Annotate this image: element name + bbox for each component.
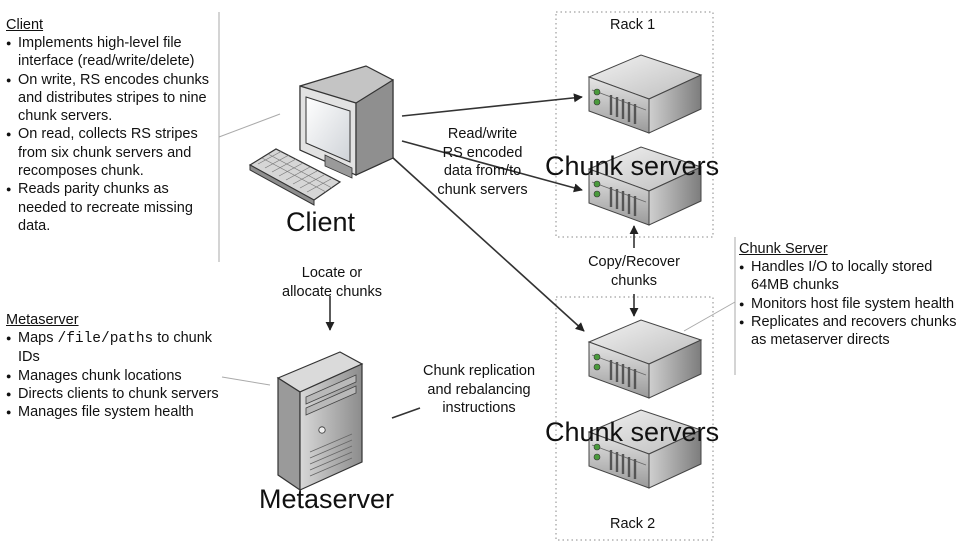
rack2-box — [555, 296, 714, 541]
edge-label-line: allocate chunks — [282, 283, 382, 300]
list-item: On read, collects RS stripes from six ch… — [6, 125, 214, 180]
list-item: Maps /file/paths to chunk IDs — [6, 329, 220, 367]
file-paths-code: /file/paths — [57, 331, 154, 347]
client-callout-line — [218, 113, 281, 138]
metaserver-panel-list: Maps /file/paths to chunk IDs Manages ch… — [6, 329, 220, 422]
client-computer-icon — [299, 65, 394, 179]
client-panel-title: Client — [6, 17, 44, 33]
chunk-server-panel-title: Chunk Server — [739, 241, 828, 257]
chunk-servers-label-top: Chunk servers — [545, 151, 720, 181]
keyboard-icon — [248, 148, 342, 206]
list-item-prefix: Maps — [18, 330, 58, 346]
metaserver-panel-title: Metaserver — [6, 312, 79, 328]
list-item: Replicates and recovers chunks as metase… — [739, 313, 959, 350]
list-item: On write, RS encodes chunks and distribu… — [6, 71, 214, 126]
rack2-server-1-icon — [587, 318, 703, 400]
read-write-edge-label: Read/write RS encoded data from/to chunk… — [420, 125, 545, 199]
copy-recover-edge-label: Copy/Recover chunks — [574, 253, 694, 290]
list-item: Directs clients to chunk servers — [6, 385, 220, 404]
chunk-server-panel: Chunk Server Handles I/O to locally stor… — [739, 240, 959, 349]
edge-label-line: chunk servers — [437, 181, 528, 198]
chunkserver-callout-line — [683, 301, 736, 332]
line-metaserver-to-rack2 — [391, 407, 421, 419]
metaserver-label: Metaserver — [259, 484, 395, 514]
arrow-client-to-rack1-bottom — [401, 140, 583, 193]
list-item: Reads parity chunks as needed to recreat… — [6, 180, 214, 235]
arrow-client-to-rack2 — [391, 156, 585, 332]
locate-edge-label: Locate or allocate chunks — [266, 264, 398, 301]
edge-label-line: Read/write — [447, 126, 518, 142]
metaserver-callout-line — [221, 376, 271, 386]
client-panel-list: Implements high-level file interface (re… — [6, 34, 214, 235]
edge-label-line: Chunk replication — [422, 363, 536, 379]
list-item: Monitors host file system health — [739, 295, 959, 314]
metaserver-panel: Metaserver Maps /file/paths to chunk IDs… — [6, 311, 220, 422]
edge-label-line: Copy/Recover — [588, 254, 680, 270]
list-item: Implements high-level file interface (re… — [6, 34, 214, 71]
rack1-label: Rack 1 — [610, 17, 656, 33]
edge-label-line: chunks — [611, 272, 657, 289]
list-item: Manages chunk locations — [6, 367, 220, 386]
rack1-server-1-icon — [587, 53, 703, 135]
arrow-client-to-rack1-top — [401, 93, 583, 117]
client-label: Client — [286, 207, 356, 237]
client-panel: Client Implements high-level file interf… — [6, 16, 214, 235]
edge-label-line: and rebalancing — [427, 381, 531, 398]
edge-label-line: Locate or — [301, 265, 363, 281]
list-item: Manages file system health — [6, 403, 220, 422]
chunk-servers-label-bottom: Chunk servers — [545, 417, 720, 447]
replication-edge-label: Chunk replication and rebalancing instru… — [410, 362, 548, 418]
rack2-label: Rack 2 — [610, 516, 656, 532]
metaserver-tower-icon — [276, 351, 364, 492]
edge-label-line: instructions — [442, 400, 516, 416]
list-item: Handles I/O to locally stored 64MB chunk… — [739, 258, 959, 295]
edge-label-line: RS encoded — [442, 144, 523, 161]
chunk-server-panel-list: Handles I/O to locally stored 64MB chunk… — [739, 258, 959, 349]
edge-label-line: data from/to — [443, 163, 522, 179]
list-item-suffix: to chunk IDs — [18, 330, 213, 366]
